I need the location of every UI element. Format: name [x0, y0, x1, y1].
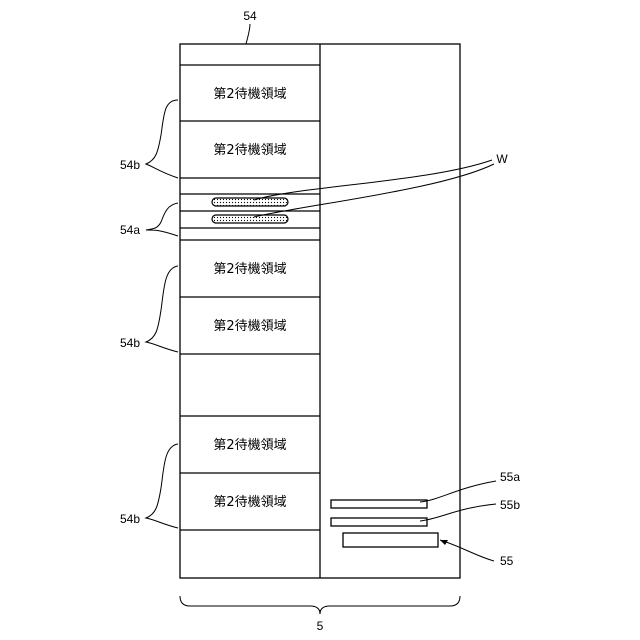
leader-55 [440, 540, 494, 561]
leader-54 [246, 24, 250, 44]
ref-54b-3: 54b [120, 512, 140, 526]
ref-54b-1: 54b [120, 158, 140, 172]
component-55a [331, 500, 427, 508]
ref-w: W [496, 152, 508, 166]
ref-5: 5 [317, 619, 324, 633]
leader-54b-2 [146, 266, 178, 352]
bottom-brace [180, 596, 460, 614]
standby-region-label-3: 第2待機領域 [213, 261, 286, 277]
leader-55a [420, 481, 496, 502]
leader-54b-3 [146, 444, 178, 528]
component-55 [343, 533, 438, 547]
standby-region-label-6: 第2待機領域 [213, 494, 286, 510]
standby-region-label-4: 第2待機領域 [213, 318, 286, 334]
ref-54: 54 [243, 9, 257, 23]
leader-54a [146, 203, 178, 236]
ref-54b-2: 54b [120, 336, 140, 350]
ref-55a: 55a [500, 470, 520, 484]
standby-region-label-2: 第2待機領域 [213, 142, 286, 158]
ref-54a: 54a [120, 223, 140, 237]
component-55b [331, 518, 427, 526]
leader-55b [420, 504, 496, 521]
standby-region-label-5: 第2待機領域 [213, 437, 286, 453]
leader-54b-1 [146, 100, 178, 178]
wafer-lower [212, 215, 288, 223]
left-column-partitions [180, 65, 320, 530]
wafer-upper [212, 198, 288, 206]
standby-region-label-1: 第2待機領域 [213, 86, 286, 102]
ref-55: 55 [500, 554, 514, 568]
ref-55b: 55b [500, 498, 520, 512]
leader-w-lower [254, 164, 494, 217]
